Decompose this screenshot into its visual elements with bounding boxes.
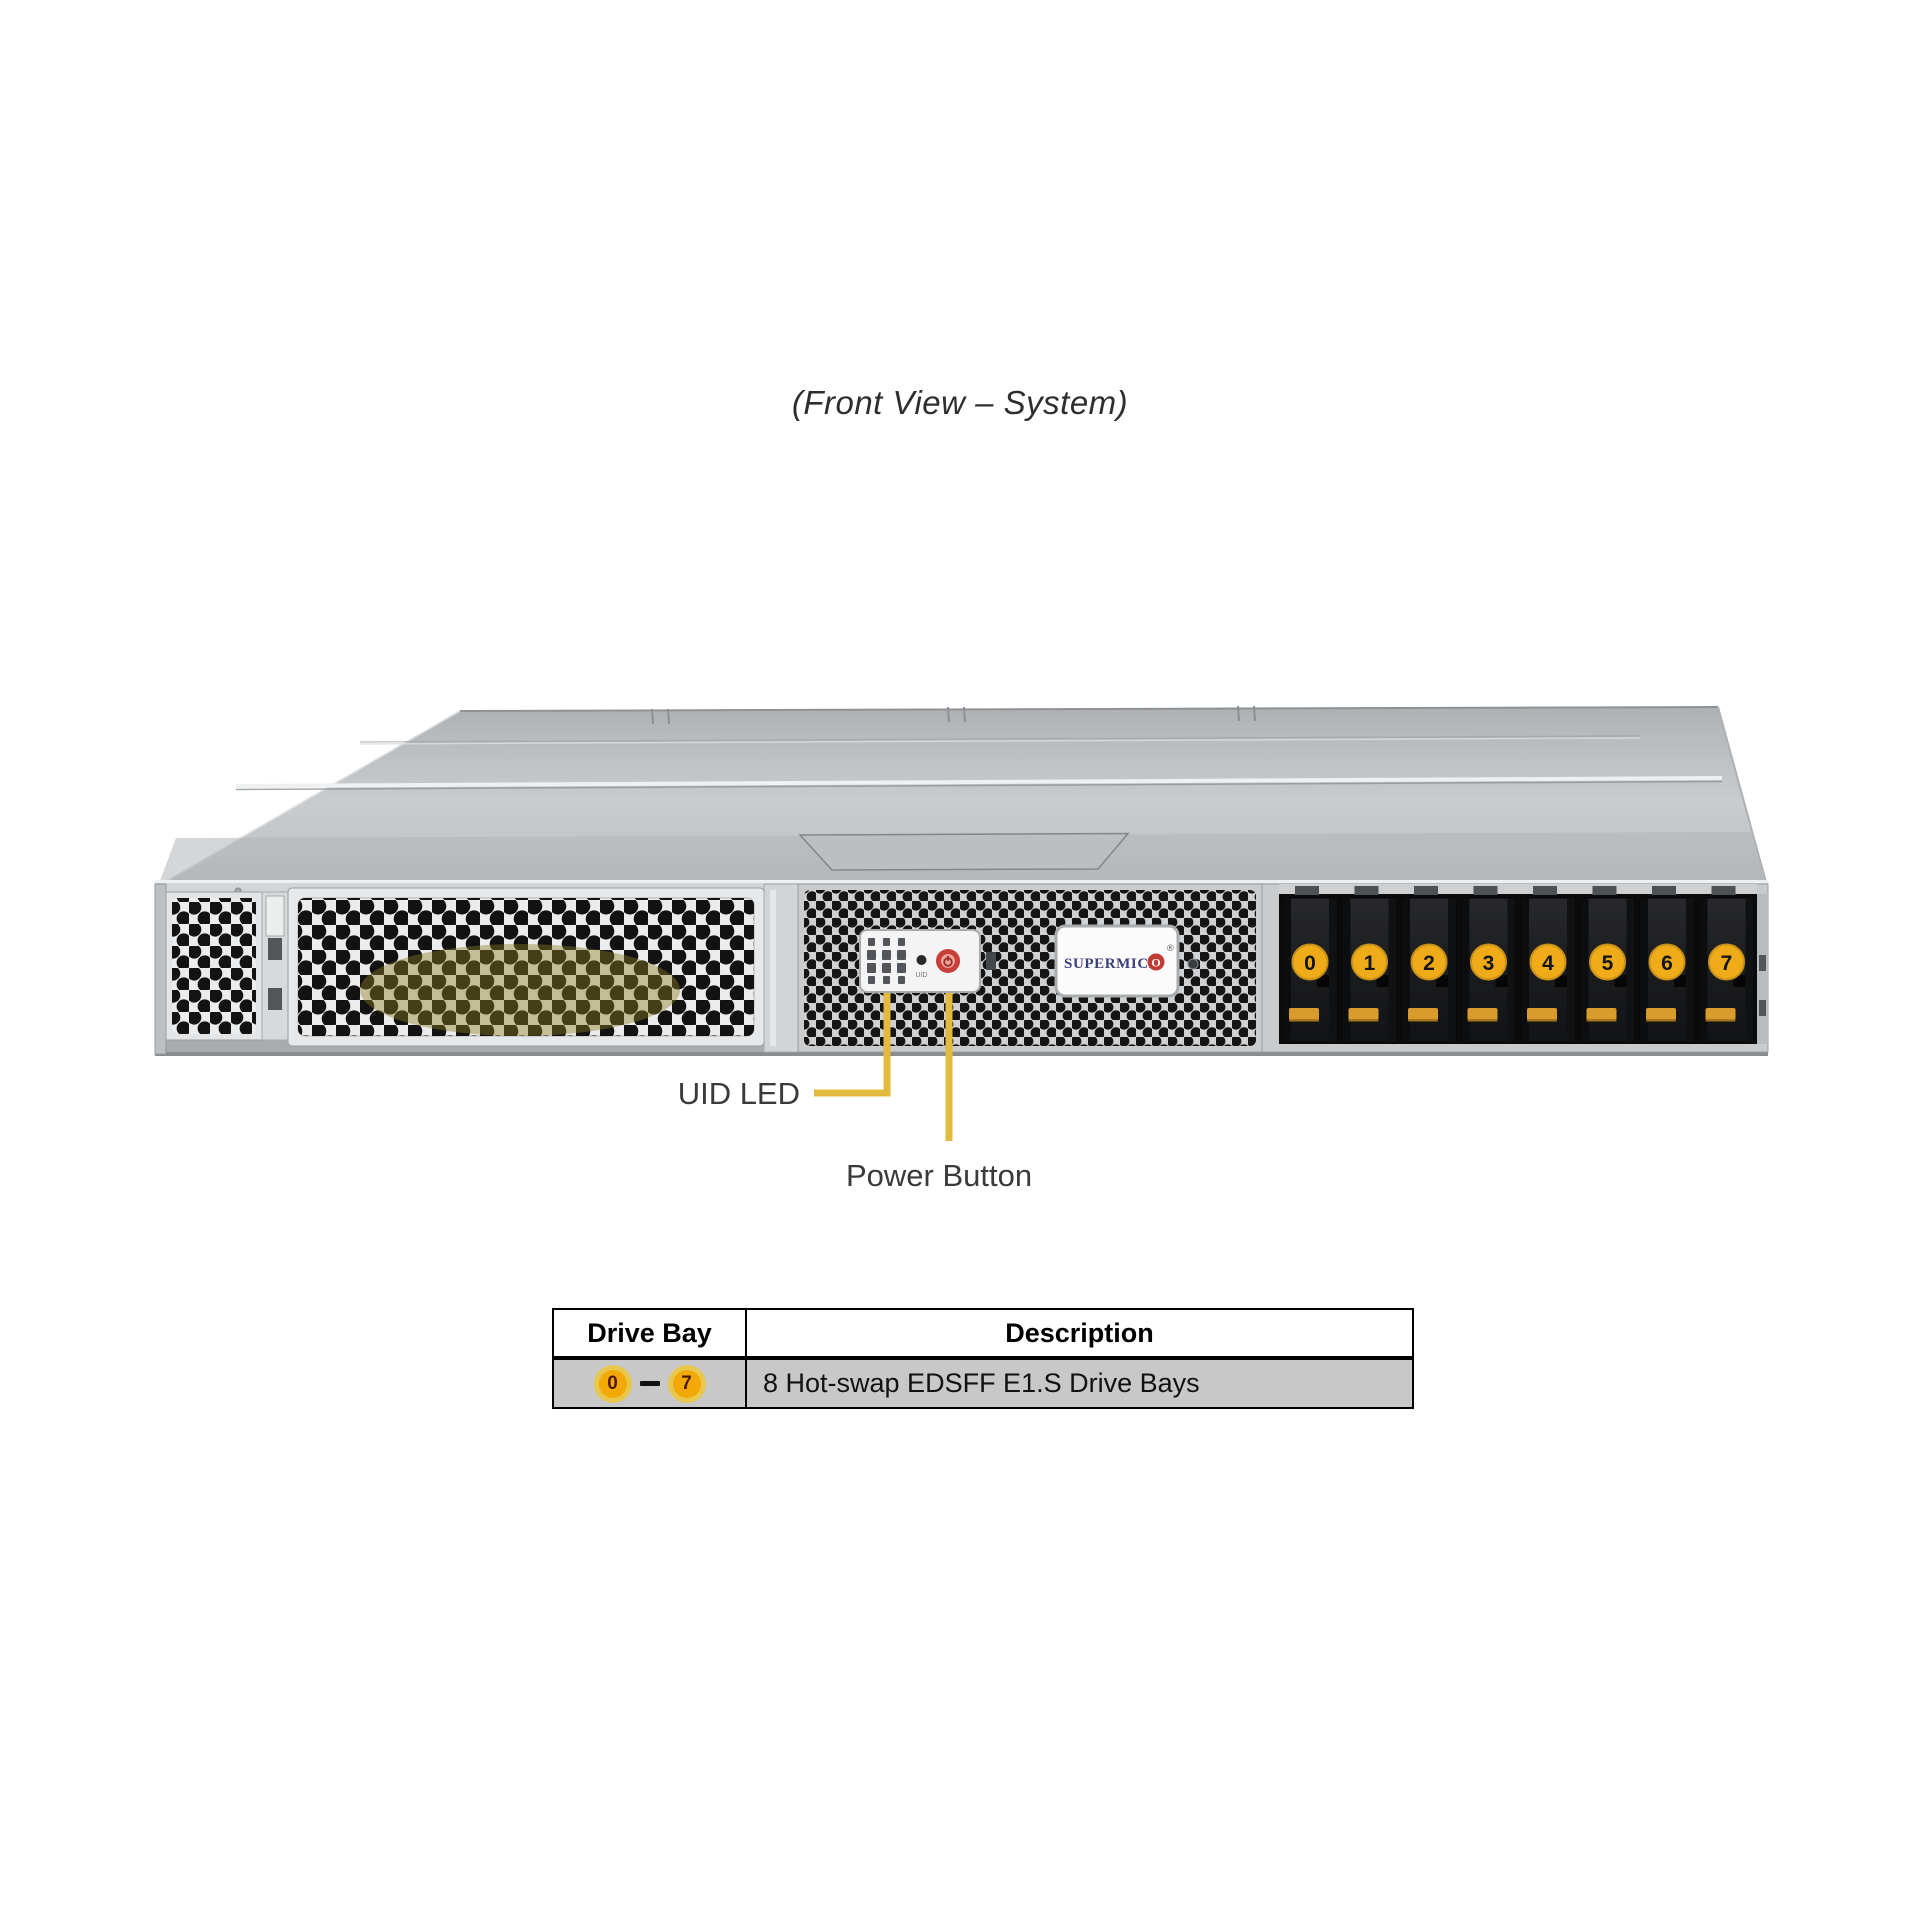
- bay-number: 3: [1483, 952, 1495, 975]
- status-led-icons: [867, 938, 906, 984]
- left-chassis-ear: [154, 883, 167, 1055]
- bay-number: 4: [1542, 952, 1554, 975]
- figure-caption: (Front View – System): [791, 384, 1129, 421]
- drive-bay-header: Drive Bay: [587, 1317, 712, 1348]
- power-button: [936, 949, 960, 973]
- brand-last-letter: O: [1151, 956, 1160, 970]
- left-narrow-grille: [165, 891, 289, 1041]
- grille-inner-glow: [360, 944, 680, 1036]
- screw: [1187, 958, 1199, 970]
- bay-start-badge: 0: [598, 1369, 627, 1398]
- header-cell-drive-bay: Drive Bay: [554, 1310, 747, 1356]
- description-cell: 8 Hot-swap EDSFF E1.S Drive Bays: [747, 1360, 1412, 1407]
- control-section: UID SUPERMICR O ®: [797, 883, 1263, 1053]
- drive-bays: 0 1 2: [1261, 883, 1769, 1053]
- description-header: Description: [1005, 1317, 1154, 1348]
- drive-bay-7: 7: [1699, 886, 1754, 1043]
- table-header-row: Drive Bay Description: [554, 1310, 1412, 1360]
- drive-bay-4: 4: [1520, 886, 1576, 1043]
- brand-label: SUPERMICR O ®: [1054, 924, 1180, 998]
- drive-bay-1: 1: [1342, 886, 1397, 1043]
- drive-bay-0: 0: [1282, 886, 1338, 1043]
- chassis-top-panel: [157, 705, 1767, 887]
- bay-number: 0: [1304, 952, 1316, 975]
- top-panel-tick-marks: [651, 705, 1256, 725]
- range-dash: [639, 1381, 660, 1386]
- registered-mark: ®: [1167, 943, 1174, 953]
- brand-dot: [1147, 953, 1165, 971]
- drive-bay-6: 6: [1639, 886, 1695, 1043]
- panel-connector: [986, 952, 996, 970]
- drive-bay-3: 3: [1461, 886, 1516, 1043]
- bay-number: 1: [1364, 952, 1376, 975]
- uid-led-pointer-line: [814, 993, 891, 1097]
- bay-number: 7: [1721, 952, 1733, 975]
- table-row: 0 7 8 Hot-swap EDSFF E1.S Drive Bays: [554, 1360, 1412, 1407]
- drive-bay-2: 2: [1401, 886, 1457, 1043]
- bay-end-badge: 7: [672, 1369, 701, 1398]
- power-button-label: Power Button: [846, 1158, 1033, 1193]
- drive-bay-5: 5: [1580, 886, 1635, 1043]
- bay-range-cell: 0 7: [554, 1360, 747, 1407]
- bay-number: 5: [1602, 952, 1614, 975]
- brand-text: SUPERMICR: [1064, 956, 1160, 972]
- uid-led: [916, 955, 927, 965]
- wide-vent-grille: [287, 883, 799, 1053]
- bay-number: 6: [1661, 952, 1673, 975]
- bay-number: 2: [1423, 952, 1435, 975]
- header-cell-description: Description: [747, 1310, 1412, 1356]
- uid-led-label: UID LED: [677, 1076, 800, 1111]
- uid-button-label: UID: [915, 972, 927, 979]
- control-panel: UID: [859, 929, 981, 993]
- description-text: 8 Hot-swap EDSFF E1.S Drive Bays: [763, 1368, 1200, 1398]
- top-handle-notch: [798, 832, 1130, 871]
- drive-bay-table: Drive Bay Description 0 7 8 Hot-swap EDS…: [552, 1308, 1414, 1409]
